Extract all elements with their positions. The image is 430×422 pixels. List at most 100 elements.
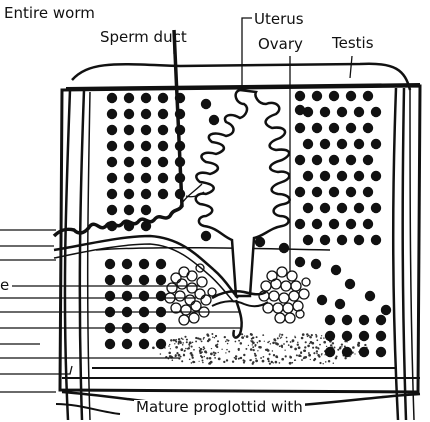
testis-dot xyxy=(141,173,151,183)
testis-dot xyxy=(376,347,386,357)
testis-dot xyxy=(175,173,185,183)
testis-dot xyxy=(312,219,322,229)
vitelline-stipple xyxy=(203,338,204,339)
vitelline-stipple xyxy=(292,341,293,342)
vitelline-stipple xyxy=(254,344,256,346)
label-testis: Testis xyxy=(332,36,374,51)
vitelline-stipple xyxy=(193,361,195,363)
vitelline-stipple xyxy=(160,353,162,355)
vitelline-stipple xyxy=(288,344,290,346)
testis-dot xyxy=(371,107,381,117)
testis-dot xyxy=(363,91,373,101)
vitelline-stipple xyxy=(174,343,175,344)
testis-dot xyxy=(107,221,117,231)
testis-dot xyxy=(337,139,347,149)
vitelline-stipple xyxy=(307,345,310,348)
vitelline-stipple xyxy=(178,343,180,345)
vitelline-stipple xyxy=(269,353,271,355)
testis-dot xyxy=(107,141,117,151)
vitelline-stipple xyxy=(181,338,183,340)
vitelline-stipple xyxy=(269,363,271,365)
vitelline-stipple xyxy=(314,358,316,360)
vitelline-stipple xyxy=(195,340,197,342)
vitelline-stipple xyxy=(296,354,298,356)
testis-dot xyxy=(255,237,265,247)
vitelline-stipple xyxy=(228,351,230,353)
vitelline-stipple xyxy=(210,353,213,356)
testis-dot xyxy=(312,123,322,133)
vitelline-stipple xyxy=(335,357,337,359)
vitelline-stipple xyxy=(243,362,245,364)
testis-dot xyxy=(122,339,132,349)
vitelline-stipple xyxy=(226,339,228,341)
vitelline-stipple xyxy=(256,336,258,338)
testis-dot xyxy=(320,203,330,213)
testis-dot xyxy=(320,171,330,181)
vitelline-stipple xyxy=(302,333,305,336)
vitelline-stipple xyxy=(238,349,240,351)
vitelline-stipple xyxy=(323,363,324,364)
vitelline-stipple xyxy=(294,359,296,361)
vitelline-stipple xyxy=(291,362,293,364)
testis-dot xyxy=(141,125,151,135)
vitelline-stipple xyxy=(262,360,265,363)
vitelline-stipple xyxy=(175,346,178,349)
testis-dot xyxy=(175,189,185,199)
vitelline-stipple xyxy=(250,333,253,336)
vitelline-stipple xyxy=(308,352,310,354)
label-entire-worm: Entire worm xyxy=(4,6,95,21)
testis-dot xyxy=(312,187,322,197)
testis-dot xyxy=(371,139,381,149)
vitelline-stipple xyxy=(182,339,184,341)
testis-dot xyxy=(107,189,117,199)
vitelline-stipple xyxy=(248,345,249,346)
testis-dot xyxy=(139,275,149,285)
vitelline-stipple xyxy=(281,345,284,348)
testis-dot xyxy=(156,275,166,285)
vitelline-stipple xyxy=(178,338,180,340)
left-canal-inner xyxy=(80,90,84,420)
testis-dot xyxy=(329,187,339,197)
vitelline-stipple xyxy=(199,347,200,348)
testis-dot xyxy=(346,187,356,197)
testis-dot xyxy=(124,189,134,199)
vitelline-stipple xyxy=(252,346,254,348)
testis-dot xyxy=(122,259,132,269)
testis-dot xyxy=(325,315,335,325)
inner-boundary xyxy=(96,248,330,250)
vitelline-stipple xyxy=(209,357,212,360)
testis-dot xyxy=(312,155,322,165)
vitelline-stipple xyxy=(303,350,305,352)
vitelline-stipple xyxy=(279,333,281,335)
testis-dot xyxy=(329,123,339,133)
testis-dot xyxy=(363,155,373,165)
testis-dot xyxy=(175,93,185,103)
testis-dot xyxy=(124,141,134,151)
vitelline-stipple xyxy=(225,352,226,353)
vitelline-stipple xyxy=(238,340,240,342)
vitelline-stipple xyxy=(211,348,212,349)
testis-dot xyxy=(141,157,151,167)
vitelline-stipple xyxy=(273,354,275,356)
vitelline-stipple xyxy=(270,343,271,344)
vitelline-stipple xyxy=(221,349,222,350)
testis-dot xyxy=(346,219,356,229)
testis-dot xyxy=(303,203,313,213)
vitelline-stipple xyxy=(321,335,322,336)
vitelline-stipple xyxy=(235,341,237,343)
vitelline-stipple xyxy=(206,333,209,336)
vitelline-stipple xyxy=(341,343,343,345)
vitelline-stipple xyxy=(316,350,318,352)
testis-dot xyxy=(345,279,355,289)
vitelline-stipple xyxy=(243,359,245,361)
vitelline-stipple xyxy=(323,341,326,344)
vitelline-stipple xyxy=(255,358,257,360)
vitelline-stipple xyxy=(357,344,359,346)
vitelline-stipple xyxy=(184,336,186,338)
vitelline-stipple xyxy=(312,347,314,349)
vitelline-stipple xyxy=(235,355,237,357)
testis-dot xyxy=(354,203,364,213)
label-uterus: Uterus xyxy=(254,12,304,27)
testis-dot xyxy=(371,171,381,181)
vitelline-stipple xyxy=(308,354,311,357)
